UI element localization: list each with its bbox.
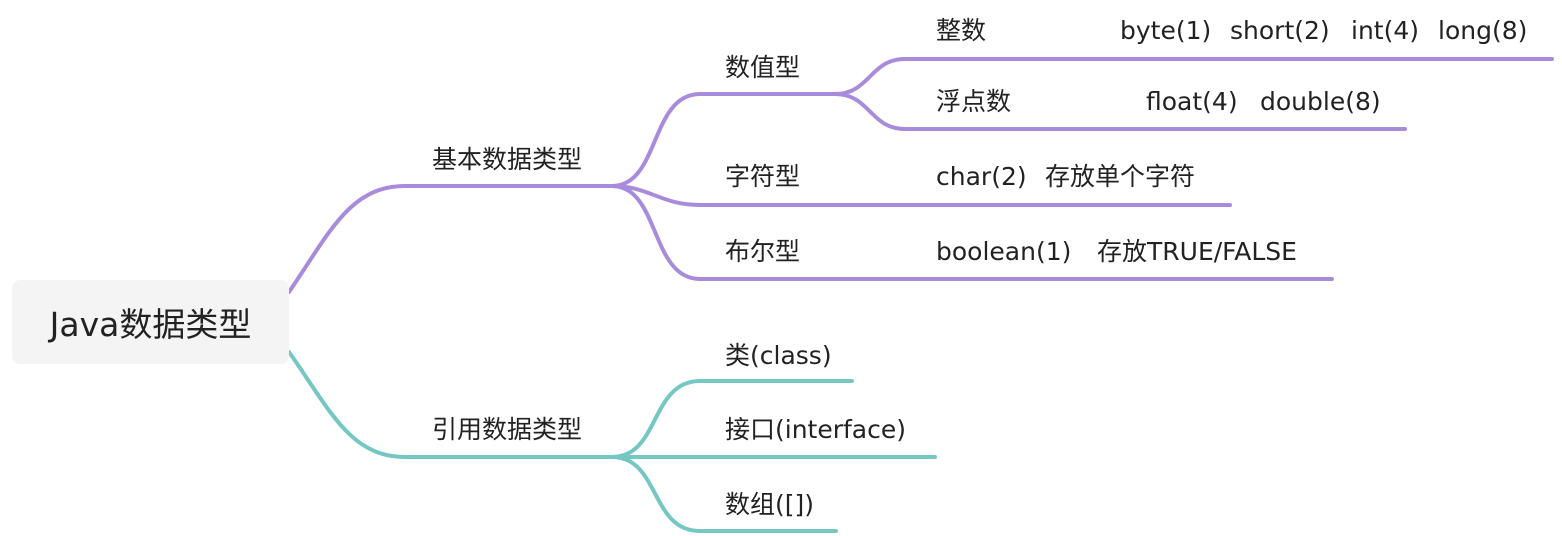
primitive-types-label[interactable]: 基本数据类型 — [432, 145, 583, 174]
numeric-types-label[interactable]: 数值型 — [725, 53, 801, 82]
type-int: int(4) — [1351, 16, 1420, 45]
char-type-label[interactable]: 字符型 — [725, 162, 801, 191]
link-reference-to-array — [610, 455, 838, 533]
type-float: float(4) — [1146, 87, 1238, 116]
type-long: long(8) — [1438, 16, 1528, 45]
link-primitive-to-boolean — [610, 184, 1334, 281]
char-note: 存放单个字符 — [1045, 162, 1196, 191]
type-double: double(8) — [1260, 87, 1381, 116]
boolean-type-label[interactable]: 布尔型 — [725, 237, 801, 266]
float-label[interactable]: 浮点数 — [936, 87, 1012, 116]
root-node[interactable]: Java数据类型 — [12, 280, 289, 364]
root-label: Java数据类型 — [49, 305, 252, 344]
type-char: char(2) — [936, 162, 1027, 191]
link-numeric-to-float — [833, 92, 1407, 131]
reference-item-class[interactable]: 类(class) — [725, 341, 832, 370]
link-numeric-to-integer — [833, 57, 1554, 96]
reference-item-interface[interactable]: 接口(interface) — [725, 415, 907, 444]
integer-label[interactable]: 整数 — [936, 16, 987, 45]
boolean-note: 存放TRUE/FALSE — [1097, 237, 1297, 266]
reference-types-label[interactable]: 引用数据类型 — [432, 415, 583, 444]
type-boolean: boolean(1) — [936, 237, 1072, 266]
reference-item-array[interactable]: 数组([]) — [725, 490, 815, 519]
link-primitive-to-numeric — [610, 92, 837, 188]
link-root-to-reference — [287, 350, 614, 459]
type-byte: byte(1) — [1120, 16, 1212, 45]
link-root-to-primitive — [287, 184, 614, 294]
link-reference-to-class — [610, 379, 854, 459]
type-short: short(2) — [1230, 16, 1330, 45]
